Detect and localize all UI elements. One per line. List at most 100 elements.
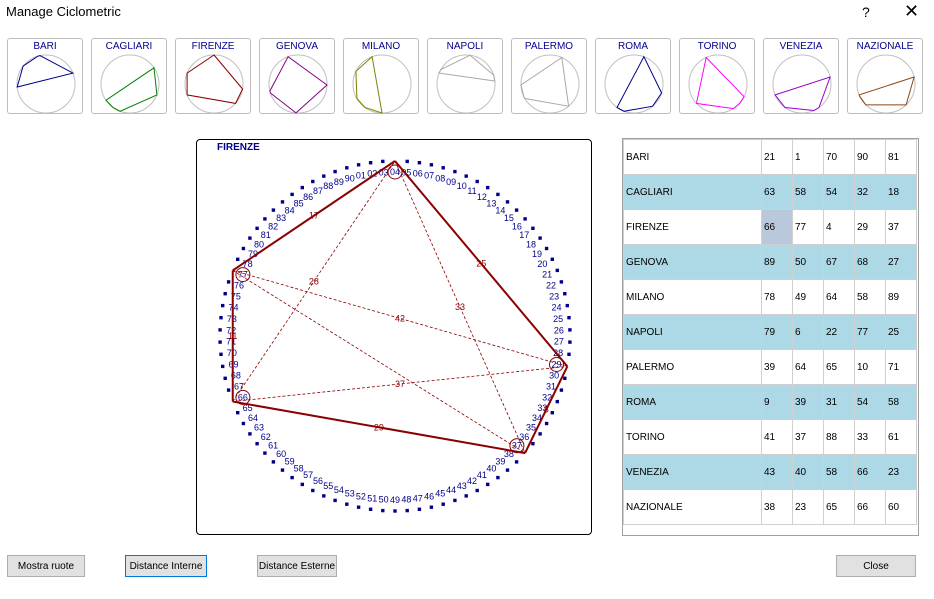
number-cell[interactable]: 41 (761, 419, 793, 455)
number-cell[interactable]: 37 (885, 209, 917, 245)
number-cell[interactable]: 58 (823, 454, 855, 490)
number-cell[interactable]: 70 (823, 139, 855, 175)
number-cell[interactable]: 4 (823, 209, 855, 245)
number-cell[interactable]: 9 (761, 384, 793, 420)
tick-label: 40 (486, 464, 496, 474)
tick-dot (356, 163, 361, 167)
number-cell[interactable]: 38 (761, 489, 793, 525)
number-cell[interactable]: 33 (854, 419, 886, 455)
number-cell[interactable]: 10 (854, 349, 886, 385)
number-cell[interactable]: 78 (761, 279, 793, 315)
wheel-name-cell[interactable]: PALERMO (623, 349, 762, 385)
number-cell[interactable]: 43 (761, 454, 793, 490)
number-cell[interactable]: 90 (854, 139, 886, 175)
close-button[interactable]: Close (836, 555, 916, 577)
number-cell[interactable]: 18 (885, 174, 917, 210)
number-cell[interactable]: 1 (792, 139, 824, 175)
number-cell[interactable]: 64 (823, 279, 855, 315)
number-cell[interactable]: 77 (792, 209, 824, 245)
number-cell[interactable]: 6 (792, 314, 824, 350)
number-cell[interactable]: 31 (823, 384, 855, 420)
number-cell[interactable]: 88 (823, 419, 855, 455)
wheel-name-cell[interactable]: NAPOLI (623, 314, 762, 350)
number-cell[interactable]: 68 (854, 244, 886, 280)
number-cell[interactable]: 22 (823, 314, 855, 350)
number-cell[interactable]: 65 (823, 489, 855, 525)
number-cell[interactable]: 66 (761, 209, 793, 245)
number-cell[interactable]: 63 (761, 174, 793, 210)
number-cell[interactable]: 89 (761, 244, 793, 280)
number-cell[interactable]: 58 (792, 174, 824, 210)
number-cell[interactable]: 27 (885, 244, 917, 280)
number-cell[interactable]: 23 (792, 489, 824, 525)
help-icon[interactable]: ? (862, 4, 870, 20)
wheel-name-cell[interactable]: CAGLIARI (623, 174, 762, 210)
wheel-button-palermo[interactable]: PALERMO (511, 38, 587, 114)
tick-label: 49 (390, 495, 400, 505)
number-cell[interactable]: 71 (885, 349, 917, 385)
wheel-button-genova[interactable]: GENOVA (259, 38, 335, 114)
number-cell[interactable]: 60 (885, 489, 917, 525)
wheel-button-firenze[interactable]: FIRENZE (175, 38, 251, 114)
wheel-name-cell[interactable]: NAZIONALE (623, 489, 762, 525)
number-cell[interactable]: 23 (885, 454, 917, 490)
wheel-name-cell[interactable]: MILANO (623, 279, 762, 315)
wheel-button-napoli[interactable]: NAPOLI (427, 38, 503, 114)
number-cell[interactable]: 64 (792, 349, 824, 385)
number-cell[interactable]: 39 (792, 384, 824, 420)
number-cell[interactable]: 66 (854, 454, 886, 490)
number-cell[interactable]: 39 (761, 349, 793, 385)
wheel-button-roma[interactable]: ROMA (595, 38, 671, 114)
wheel-name-cell[interactable]: GENOVA (623, 244, 762, 280)
wheel-name-cell[interactable]: VENEZIA (623, 454, 762, 490)
inner-distance-label: 42 (395, 313, 405, 323)
wheel-button-milano[interactable]: MILANO (343, 38, 419, 114)
wheel-button-bari[interactable]: BARI (7, 38, 83, 114)
wheel-name-cell[interactable]: BARI (623, 139, 762, 175)
number-cell[interactable]: 65 (823, 349, 855, 385)
number-cell[interactable]: 25 (885, 314, 917, 350)
distance-interne-button[interactable]: Distance Interne (125, 555, 207, 577)
number-cell[interactable]: 77 (854, 314, 886, 350)
number-cell[interactable]: 32 (854, 174, 886, 210)
number-cell[interactable]: 54 (854, 384, 886, 420)
wheel-button-nazionale[interactable]: NAZIONALE (847, 38, 923, 114)
number-cell[interactable]: 54 (823, 174, 855, 210)
wheel-name-cell[interactable]: TORINO (623, 419, 762, 455)
number-cell[interactable]: 67 (823, 244, 855, 280)
tick-label: 38 (504, 449, 514, 459)
number-cell[interactable]: 40 (792, 454, 824, 490)
number-cell[interactable]: 21 (761, 139, 793, 175)
distance-esterne-button[interactable]: Distance Esterne (257, 555, 337, 577)
wheel-button-venezia[interactable]: VENEZIA (763, 38, 839, 114)
number-cell[interactable]: 81 (885, 139, 917, 175)
wheel-name-cell[interactable]: FIRENZE (623, 209, 762, 245)
close-icon[interactable]: ✕ (904, 1, 920, 21)
number-cell[interactable]: 37 (792, 419, 824, 455)
wheel-name-cell[interactable]: ROMA (623, 384, 762, 420)
number-cell[interactable]: 89 (885, 279, 917, 315)
number-cell[interactable]: 29 (854, 209, 886, 245)
wheel-button-torino[interactable]: TORINO (679, 38, 755, 114)
number-cell[interactable]: 58 (854, 279, 886, 315)
number-cell[interactable]: 58 (885, 384, 917, 420)
number-cell[interactable]: 49 (792, 279, 824, 315)
wheel-button-cagliari[interactable]: CAGLIARI (91, 38, 167, 114)
number-cell[interactable]: 50 (792, 244, 824, 280)
number-cell[interactable]: 61 (885, 419, 917, 455)
number-cell[interactable]: 79 (761, 314, 793, 350)
mostra-ruote-button[interactable]: Mostra ruote (7, 555, 85, 577)
number-cell[interactable]: 66 (854, 489, 886, 525)
